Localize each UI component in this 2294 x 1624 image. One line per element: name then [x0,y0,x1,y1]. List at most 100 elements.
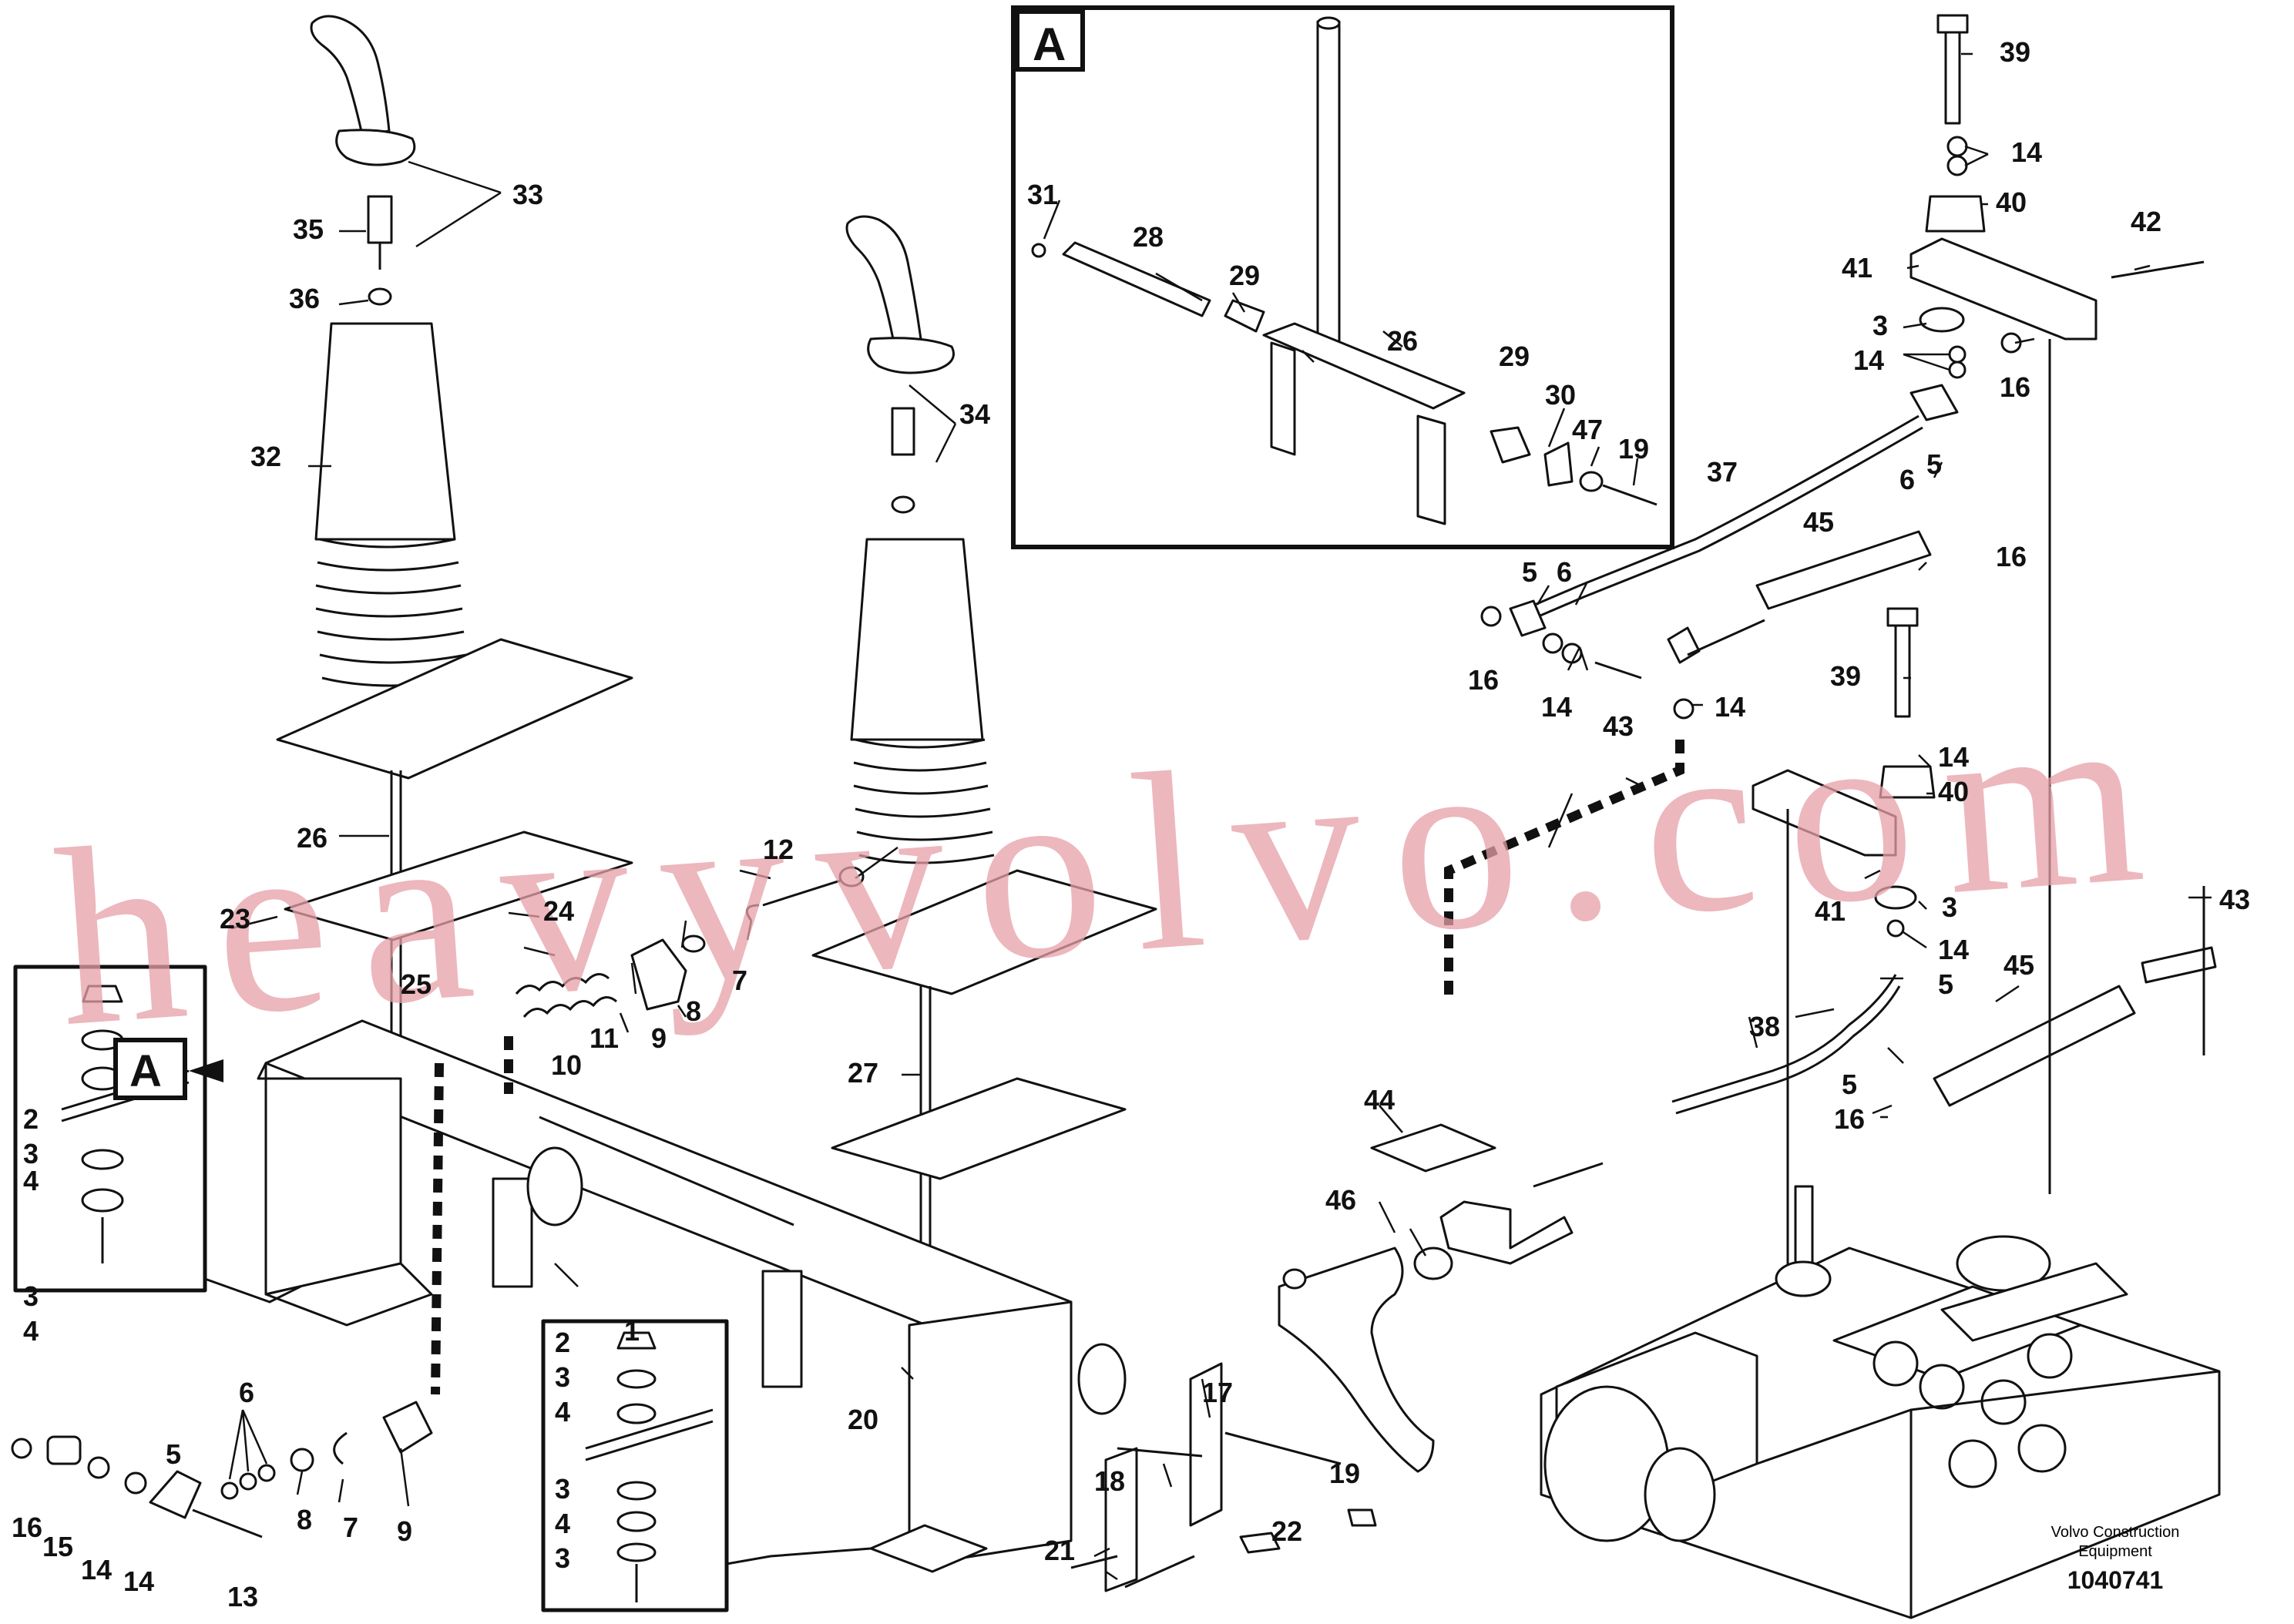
callout-40: 40 [1996,186,2027,218]
leader-lines [228,52,2212,1581]
callout-11: 11 [589,1022,619,1054]
bottom-bolt-inset [541,1319,872,1612]
callout-39b: 39 [1830,660,1861,692]
callout-7b: 7 [732,965,747,996]
detail-a-label: A [1033,18,1066,70]
callout-14: 14 [81,1554,112,1585]
callout-3e: 3 [555,1361,570,1393]
callout-29b: 29 [1499,341,1530,372]
drawing-number: 1040741 [2067,1566,2164,1594]
hydraulic-valve-block [1540,1185,2221,1619]
callout-2: 2 [23,1103,39,1135]
callout-35: 35 [293,213,324,245]
callout-18: 18 [1094,1465,1125,1497]
spring-and-bushing-parts [515,866,865,1018]
callout-3d: 3 [1942,891,1957,923]
callout-2b: 2 [555,1327,570,1358]
callout-10: 10 [551,1049,582,1081]
right-linkage-assembly [1480,14,2217,1310]
callout-14f: 14 [1715,691,1745,723]
callout-7: 7 [343,1512,358,1543]
callout-6: 6 [239,1377,254,1408]
callout-13: 13 [227,1581,258,1612]
callout-6c: 6 [1557,556,1572,588]
callout-19b: 19 [1329,1458,1360,1489]
callout-37: 37 [1707,456,1738,488]
callout-40b: 40 [1938,776,1969,807]
callout-1: 1 [624,1315,640,1347]
callout-34: 34 [959,398,990,430]
callout-16d: 16 [1468,664,1499,696]
callout-5: 5 [166,1438,181,1470]
callout-22: 22 [1271,1515,1302,1547]
callout-27: 27 [848,1057,878,1089]
callout-5e: 5 [1842,1069,1857,1100]
callout-12: 12 [763,834,794,865]
callout-32: 32 [250,441,281,472]
callout-19: 19 [1618,433,1649,465]
callout-3b: 3 [23,1280,39,1312]
callout-41: 41 [1842,252,1872,284]
callout-38: 38 [1749,1011,1780,1042]
callout-23: 23 [220,903,250,934]
callout-4c: 4 [555,1396,570,1428]
callout-14g: 14 [1938,741,1969,773]
callout-3f: 3 [555,1473,570,1505]
callout-3: 3 [23,1138,39,1169]
callout-45: 45 [1803,506,1834,538]
callout-8b: 8 [686,995,701,1027]
callout-4d: 4 [555,1508,570,1539]
callout-5b: 5 [1926,448,1942,480]
footer-block: Volvo Construction Equipment 1040741 [2051,1524,2180,1594]
callout-36: 36 [289,283,320,314]
callout-9b: 9 [651,1022,667,1054]
callout-20: 20 [848,1404,878,1435]
callout-43b: 43 [2219,884,2250,915]
part-callouts: 1 2 3 4 3 4 5 6 7 8 9 16 15 14 14 13 10 … [12,36,2250,1612]
callout-21: 21 [1044,1535,1075,1566]
callout-14d: 14 [1853,344,1884,376]
left-joystick-assembly [276,15,633,1079]
callout-26b: 26 [1387,325,1418,357]
callout-4b: 4 [23,1315,39,1347]
callout-39: 39 [2000,36,2030,68]
callout-33: 33 [512,179,543,210]
callout-6b: 6 [1899,464,1915,495]
callout-14h: 14 [1938,934,1969,965]
callout-25: 25 [401,968,432,1000]
callout-31: 31 [1027,179,1058,210]
callout-16b: 16 [2000,371,2030,403]
callout-8: 8 [297,1504,312,1535]
callout-46: 46 [1325,1184,1356,1216]
detail-a-reference: A [113,1038,223,1100]
callout-14e: 14 [1541,691,1572,723]
callout-42: 42 [2131,206,2161,237]
callout-29: 29 [1229,260,1260,291]
maker-line1: Volvo Construction [2051,1524,2180,1541]
callout-3c: 3 [1872,310,1888,341]
detail-a-box: A [1011,5,1674,549]
callout-14c: 14 [2011,136,2042,168]
callout-5d: 5 [1938,968,1953,1000]
callout-45b: 45 [2003,949,2034,981]
callout-14b: 14 [123,1565,154,1597]
bottom-center-brackets [1070,1362,1377,1592]
callout-16: 16 [12,1512,42,1543]
callout-44: 44 [1364,1084,1395,1116]
detail-a-ref-label: A [129,1046,162,1096]
bracket-44-lever-46 [1278,1123,1604,1473]
callout-17: 17 [1202,1377,1233,1408]
callout-43: 43 [1603,710,1634,742]
callout-47: 47 [1572,414,1603,445]
right-joystick-assembly [811,215,1157,1325]
callout-4: 4 [23,1165,39,1196]
callout-3g: 3 [555,1542,570,1574]
left-bolt-inset [13,965,301,1304]
callout-24: 24 [543,895,574,927]
main-bracket-frame [257,1019,1127,1573]
callout-15: 15 [42,1531,73,1562]
callout-26: 26 [297,822,327,854]
callout-5c: 5 [1522,556,1537,588]
